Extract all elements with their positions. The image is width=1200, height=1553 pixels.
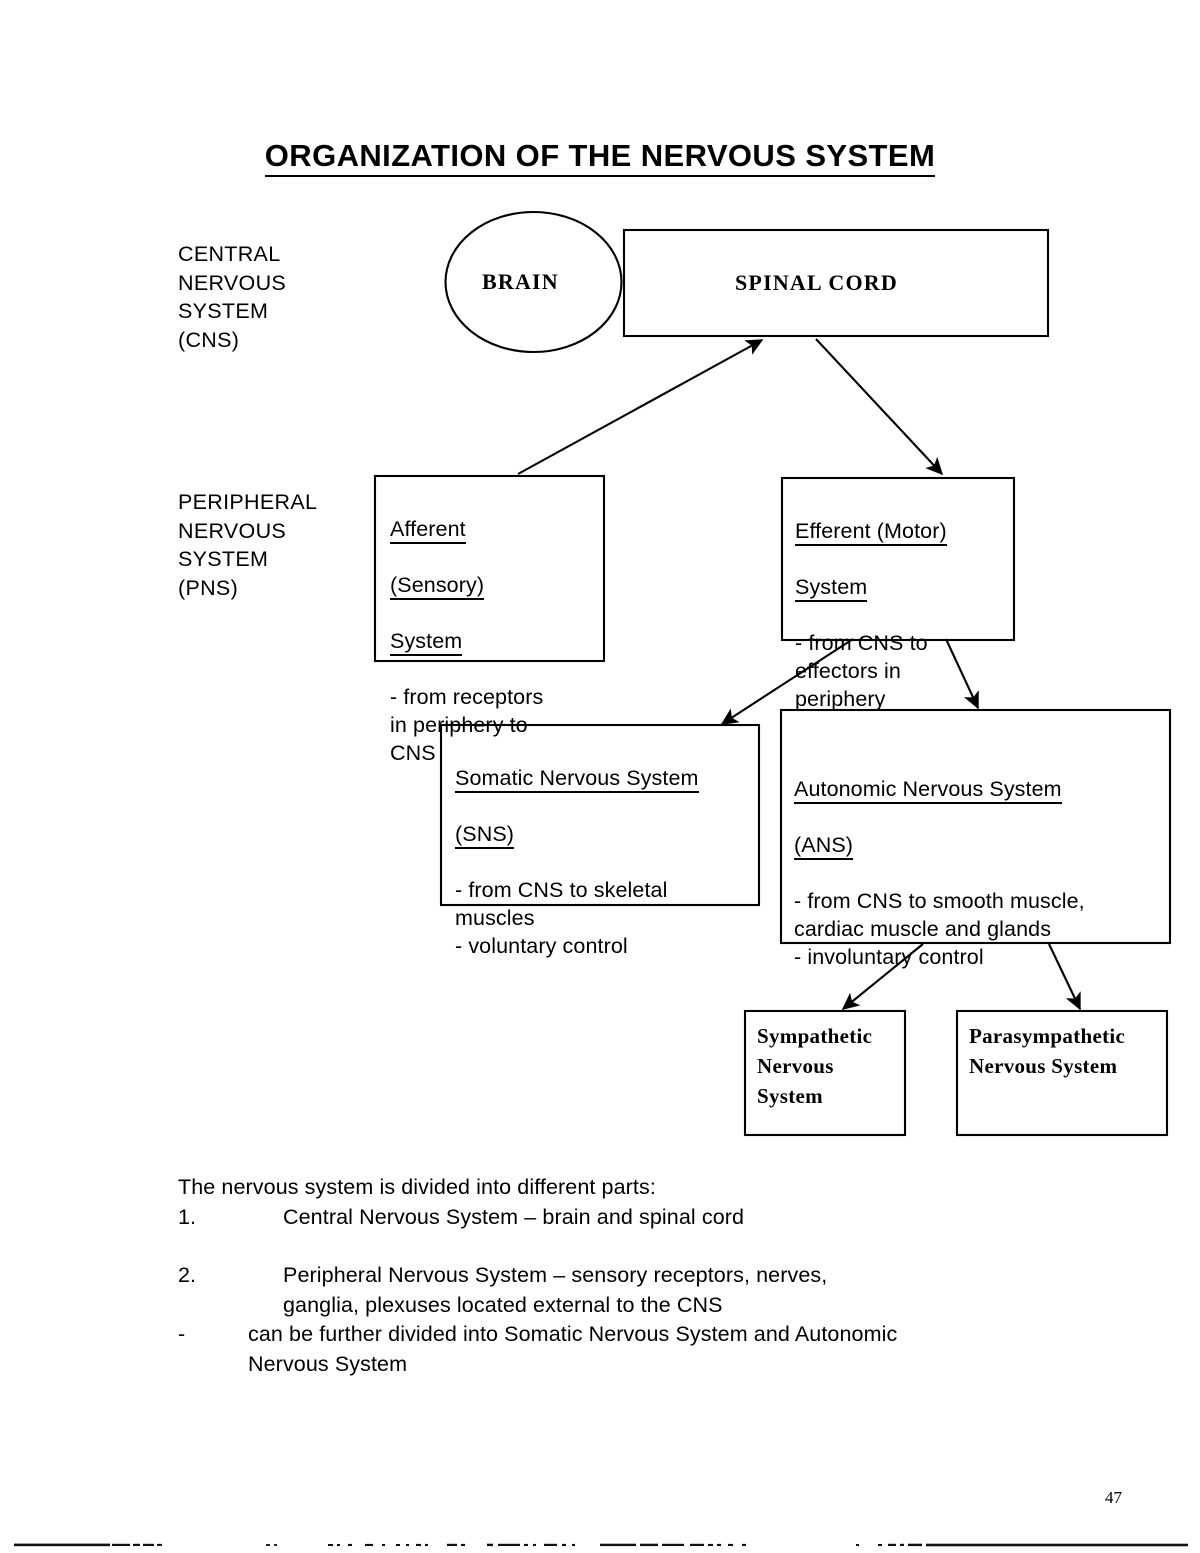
somatic-heading-line-2: (SNS) [455, 820, 755, 849]
list-item-text: Central Nervous System – brain and spina… [283, 1204, 745, 1229]
list-item-text: Peripheral Nervous System – sensory rece… [283, 1263, 828, 1317]
somatic-box [439, 723, 761, 907]
list-item-text: can be further divided into Somatic Nerv… [248, 1322, 898, 1376]
afferent-heading-line-1: Afferent [390, 515, 598, 544]
tier-label-pns: PERIPHERAL NERVOUS SYSTEM (PNS) [178, 490, 318, 600]
afferent-box [373, 474, 606, 663]
arrow-spinal-cord-to-efferent [815, 338, 944, 476]
list-marker: 1. [178, 1204, 197, 1229]
efferent-heading-line-2: System [795, 573, 1010, 602]
somatic-heading-line-1: Somatic Nervous System [455, 764, 755, 793]
arrow-efferent-to-autonomic [945, 638, 979, 710]
spacer [178, 1232, 1048, 1261]
afferent-heading-line-3: System [390, 627, 598, 656]
autonomic-heading-line-1: Autonomic Nervous System [794, 775, 1164, 804]
brain-ellipse [444, 210, 623, 354]
arrow-efferent-to-somatic [720, 638, 854, 725]
autonomic-heading-line-2: (ANS) [794, 831, 1164, 860]
list-item: 2. Peripheral Nervous System – sensory r… [178, 1261, 1048, 1320]
arrow-autonomic-to-parasympathetic [1048, 943, 1081, 1011]
arrow-afferent-to-spinal-cord [517, 339, 764, 475]
list-marker: - [178, 1322, 186, 1346]
somatic-content: Somatic Nervous System (SNS) - from CNS … [455, 736, 755, 988]
page-title: ORGANIZATION OF THE NERVOUS SYSTEM [0, 138, 1200, 177]
arrow-autonomic-to-sympathetic [841, 943, 924, 1010]
spinal-cord-box [622, 228, 1050, 338]
afferent-content: Afferent (Sensory) System - from recepto… [390, 487, 598, 795]
list-marker: 2. [178, 1263, 197, 1287]
autonomic-content: Autonomic Nervous System (ANS) - from CN… [794, 747, 1164, 999]
afferent-heading-line-2: (Sensory) [390, 571, 598, 600]
efferent-heading-line-1: Efferent (Motor) [795, 517, 1010, 546]
spinal-cord-label: SPINAL CORD [735, 270, 898, 295]
page-title-text: ORGANIZATION OF THE NERVOUS SYSTEM [264, 138, 936, 177]
afferent-body: - from receptors in periphery to CNS [390, 685, 544, 765]
autonomic-box [779, 708, 1172, 945]
somatic-body: - from CNS to skeletal muscles - volunta… [455, 878, 668, 958]
sympathetic-label: Sympathetic Nervous System [757, 1024, 873, 1108]
efferent-body: - from CNS to effectors in periphery [795, 631, 928, 711]
list-item: - can be further divided into Somatic Ne… [178, 1320, 1048, 1379]
autonomic-body: - from CNS to smooth muscle, cardiac mus… [794, 889, 1085, 969]
efferent-content: Efferent (Motor) System - from CNS to ef… [795, 489, 1010, 741]
brain-label: BRAIN [482, 269, 559, 294]
parasympathetic-label: Parasympathetic Nervous System [969, 1024, 1126, 1078]
scan-artifact-line [14, 1543, 1188, 1547]
page-number: 47 [1105, 1488, 1122, 1507]
tier-label-cns: CENTRAL NERVOUS SYSTEM (CNS) [178, 242, 287, 352]
efferent-box [780, 476, 1016, 642]
list-item: 1. Central Nervous System – brain and sp… [178, 1203, 1048, 1233]
parasympathetic-box [955, 1009, 1169, 1137]
summary-lead: The nervous system is divided into diffe… [178, 1175, 656, 1199]
sympathetic-box [743, 1009, 907, 1137]
summary-text-block: The nervous system is divided into diffe… [178, 1173, 1048, 1379]
